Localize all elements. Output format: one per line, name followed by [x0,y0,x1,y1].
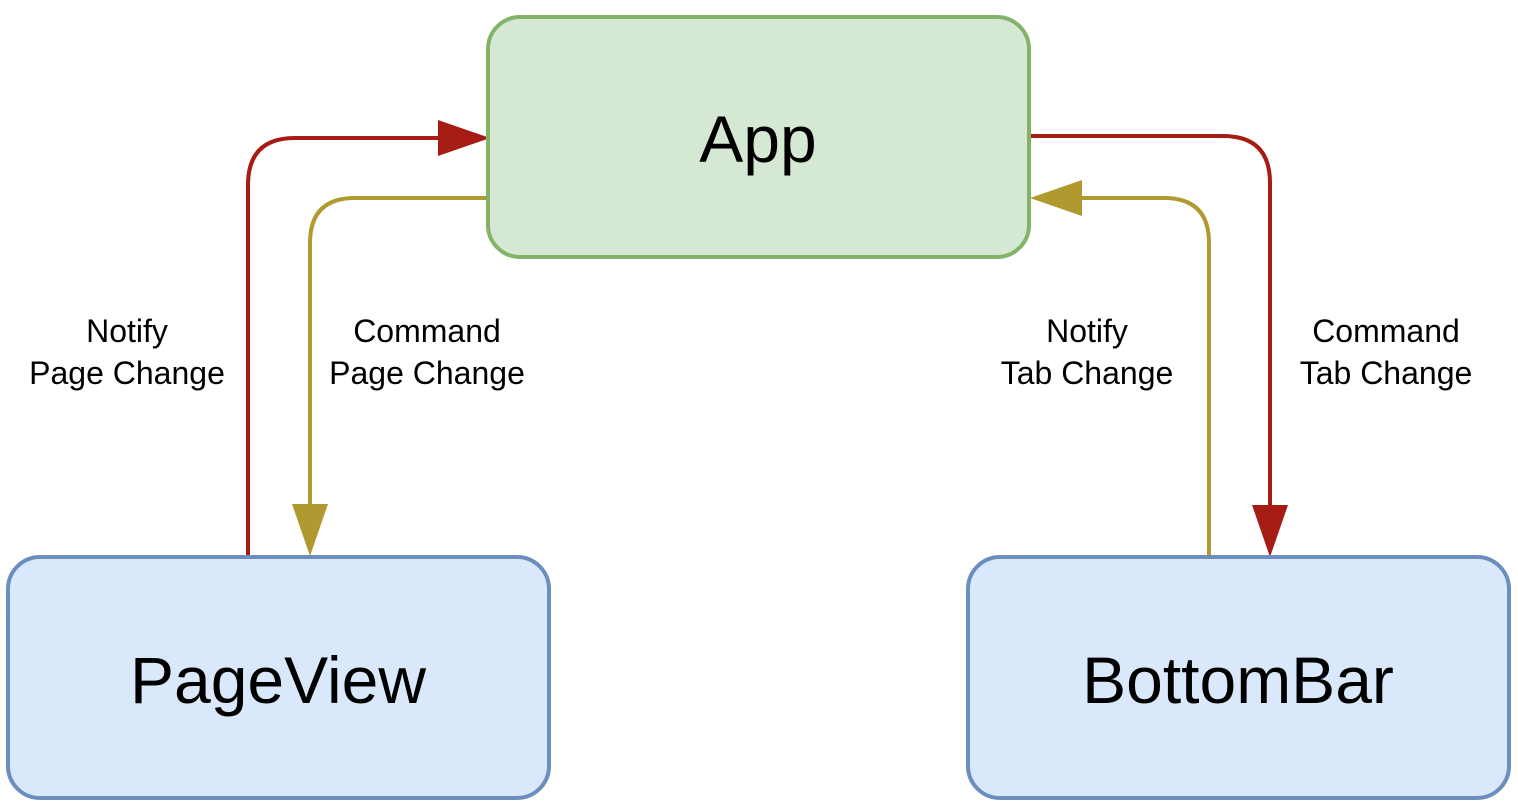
node-bottombar-box [966,555,1511,800]
edge-label-notify-page-line2: Page Change [29,355,225,391]
node-app-box [486,15,1031,259]
node-bottombar-label: BottomBar [1082,643,1394,717]
node-app[interactable]: App [486,15,1031,259]
edge-label-notify-tab-line1: Notify [1046,313,1128,349]
edge-notify-tab-change [1030,180,1211,556]
edge-label-notify-page: Notify Page Change [29,313,225,391]
edge-notify-page-change [246,120,490,556]
edge-notify-tab-arrowhead [1030,180,1082,216]
node-bottombar[interactable]: BottomBar [966,555,1511,800]
edge-command-page-change [292,196,488,556]
edge-notify-tab-line [1080,196,1211,556]
edge-command-tab-line [1030,134,1272,506]
edge-label-notify-tab-line2: Tab Change [1001,355,1174,391]
node-pageview-label: PageView [130,643,426,717]
edge-label-command-tab-line2: Tab Change [1300,355,1473,391]
edge-command-page-arrowhead [292,504,328,556]
edge-notify-page-line [246,136,440,556]
edge-label-command-tab-line1: Command [1312,313,1460,349]
edge-notify-page-arrowhead [438,120,490,156]
edge-command-page-line [308,196,488,506]
node-pageview[interactable]: PageView [6,555,551,800]
edge-label-notify-page-line1: Notify [86,313,168,349]
edge-label-notify-tab: Notify Tab Change [1001,313,1174,391]
edge-label-command-page-line1: Command [353,313,501,349]
edge-label-command-tab: Command Tab Change [1300,313,1473,391]
node-pageview-box [6,555,551,800]
edge-label-command-page-line2: Page Change [329,355,525,391]
edge-label-command-page: Command Page Change [329,313,525,391]
edge-command-tab-arrowhead [1252,505,1288,557]
node-app-label: App [699,102,816,176]
edge-command-tab-change [1030,134,1288,557]
